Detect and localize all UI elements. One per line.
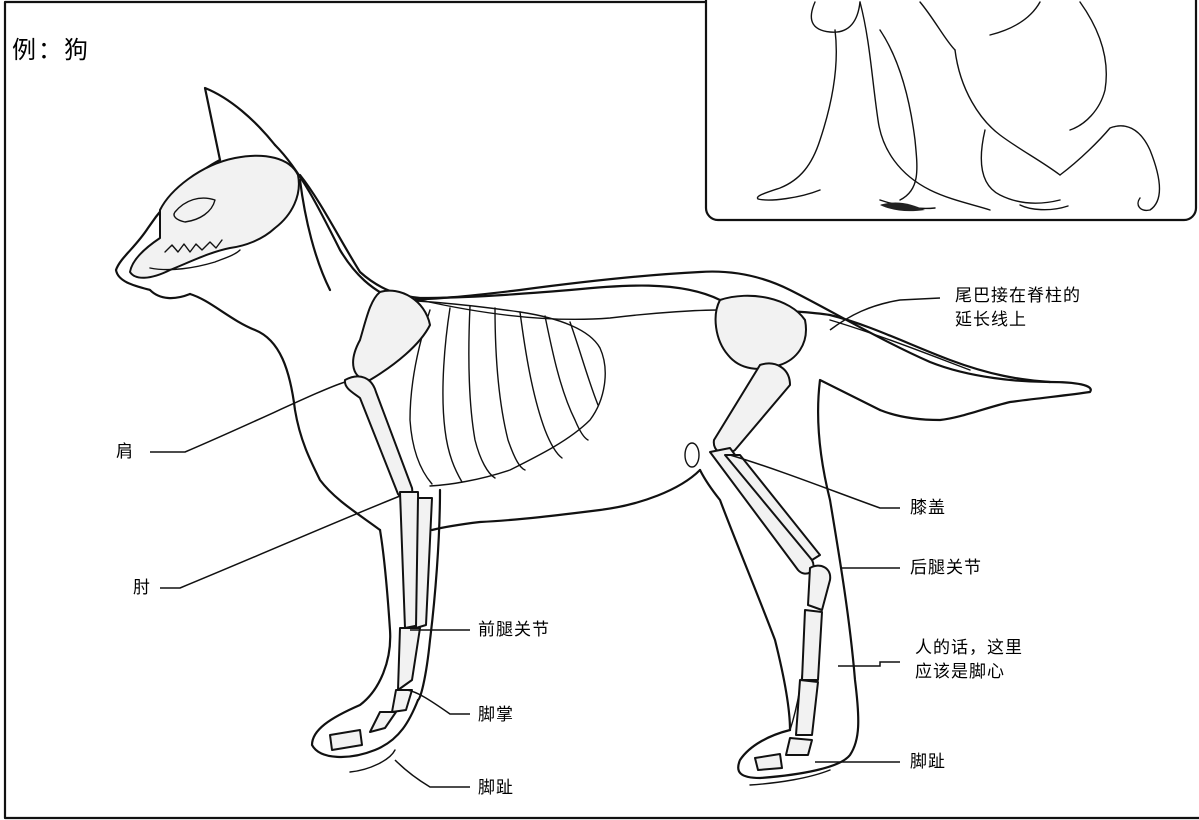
label-front-joint: 前腿关节 — [478, 618, 550, 642]
label-human-note-line-2: 应该是脚心 — [915, 660, 1023, 684]
label-knee: 膝盖 — [910, 496, 946, 520]
label-tail-line-2: 延长线上 — [955, 308, 1081, 332]
page-title: 例：狗 — [12, 30, 90, 65]
label-shoulder: 肩 — [116, 440, 134, 464]
label-palm: 脚掌 — [478, 703, 514, 727]
label-human-note-line-1: 人的话，这里 — [915, 636, 1023, 660]
hind-leg-bones — [685, 296, 830, 770]
label-toe-front: 脚趾 — [478, 776, 514, 800]
label-human-note: 人的话，这里 应该是脚心 — [915, 636, 1023, 684]
label-elbow: 肘 — [133, 576, 151, 600]
leader-lines — [150, 298, 940, 787]
spine-bone — [300, 175, 1050, 382]
label-tail: 尾巴接在脊柱的 延长线上 — [955, 284, 1081, 332]
crouching-human-icon — [706, 0, 1196, 220]
label-hind-joint: 后腿关节 — [910, 556, 982, 580]
label-toe-hind: 脚趾 — [910, 750, 946, 774]
frame-border — [5, 2, 1199, 818]
label-tail-line-1: 尾巴接在脊柱的 — [955, 284, 1081, 308]
